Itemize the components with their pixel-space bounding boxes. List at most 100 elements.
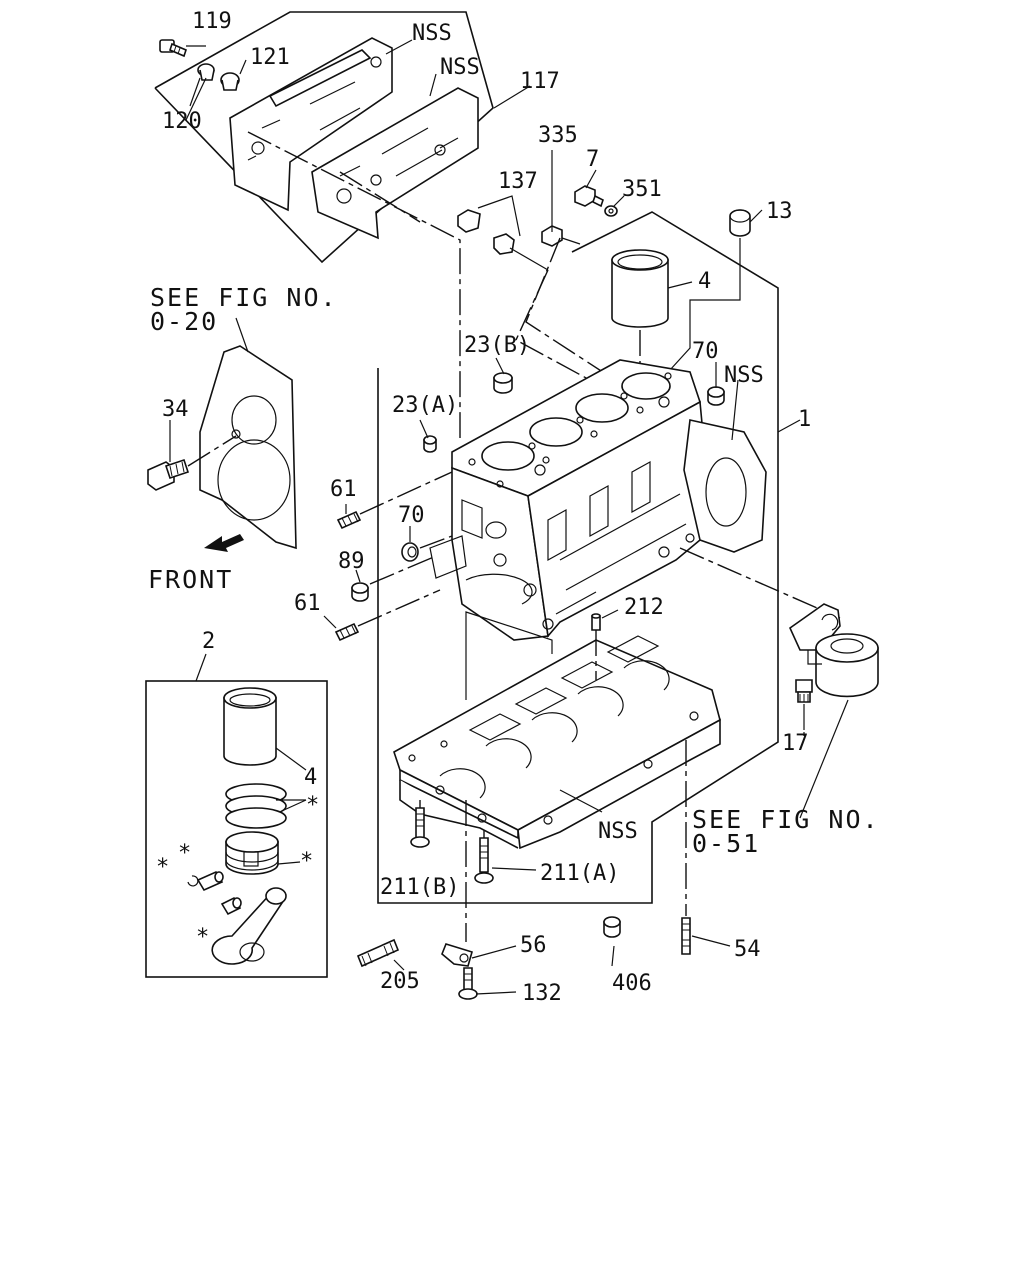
see-fig-0-51-line2: 0-51 (692, 829, 760, 858)
callout-137: 137 (498, 169, 538, 194)
assembly-1-outline (377, 211, 779, 904)
callout-star-rings: * (306, 793, 319, 818)
cylinder-liner-4-top (611, 249, 669, 372)
dowel-212-icon (591, 613, 601, 631)
plug-120-icon (197, 63, 215, 81)
see-fig-0-20-line2: 0-20 (150, 307, 218, 336)
callout-4-kit: 4 (304, 765, 317, 790)
callout-nss-c: NSS (724, 363, 764, 388)
callout-132: 132 (522, 981, 562, 1006)
piston-kit-group (145, 653, 328, 978)
callout-61-top: 61 (330, 477, 357, 502)
callout-nss-a: NSS (412, 21, 452, 46)
snap-ring-icon (187, 875, 199, 887)
fitting-34-icon (147, 420, 237, 491)
callout-70-mid: 70 (398, 503, 425, 528)
callout-34: 34 (162, 397, 189, 422)
block-side-face (527, 400, 713, 638)
connector-137-b-icon (493, 233, 549, 271)
bedplate-front (517, 718, 721, 850)
bolt-211a-icon (474, 830, 494, 884)
bracket-56-icon (441, 943, 473, 967)
cover-plate-back (229, 37, 393, 212)
cover-box-outline (154, 11, 494, 264)
callout-212: 212 (624, 595, 664, 620)
piston-rings-icon (225, 783, 307, 829)
callout-56: 56 (520, 933, 547, 958)
front-label: FRONT (148, 565, 233, 594)
bolt-335-icon (541, 225, 581, 247)
callout-120: 120 (162, 109, 202, 134)
stud-61-bottom-icon (334, 589, 441, 642)
front-arrow-icon (204, 534, 244, 552)
cylinder-liner-4-kit (223, 687, 307, 771)
callout-17: 17 (782, 731, 809, 756)
callout-star-bushing: * (196, 925, 209, 950)
crankcase-lower-bedplate (393, 635, 721, 850)
piston-icon (225, 831, 301, 875)
callout-54: 54 (734, 937, 761, 962)
callout-23b: 23(B) (464, 333, 530, 358)
callout-205: 205 (380, 969, 420, 994)
cover-plate-back-top (268, 49, 372, 108)
cylinder-block-upper (429, 359, 767, 641)
bolt-7-icon (574, 185, 604, 208)
bolt-211b-icon (410, 800, 430, 848)
plug-13-icon (729, 209, 751, 237)
callout-nss-d: NSS (598, 819, 638, 844)
callout-211a: 211(A) (540, 861, 619, 886)
plug-121-icon (220, 72, 240, 91)
callout-4-top: 4 (698, 269, 711, 294)
front-plate-ref (199, 317, 297, 550)
washer-351-icon (604, 205, 618, 217)
plug-89-icon (351, 555, 437, 602)
callout-labels: 119 121 120 NSS NSS 117 335 7 351 137 13… (156, 9, 811, 1006)
callout-1: 1 (798, 407, 811, 432)
sensor-17-icon (795, 679, 813, 730)
bedplate-side (399, 768, 519, 840)
bushing-icon (220, 896, 242, 916)
see-fig-0-51-line1: SEE FIG NO. (692, 805, 880, 834)
block-rear-flange (683, 419, 767, 553)
callout-119: 119 (192, 9, 232, 34)
callout-70-top: 70 (692, 339, 719, 364)
bolt-132-icon (458, 967, 478, 1000)
plug-23b-icon (493, 372, 513, 394)
callout-7: 7 (586, 147, 599, 172)
front-plate (199, 345, 297, 550)
callout-23a: 23(A) (392, 393, 458, 418)
callout-2: 2 (202, 629, 215, 654)
piston-kit-box (145, 680, 328, 978)
callout-121: 121 (250, 45, 290, 70)
callout-211b: 211(B) (380, 875, 459, 900)
see-fig-0-20-line1: SEE FIG NO. (150, 283, 338, 312)
fittings-group (457, 185, 751, 393)
callout-89: 89 (338, 549, 365, 574)
cover-plate-front (311, 87, 479, 240)
oil-filter-assembly (788, 603, 879, 698)
plug-23a-icon (423, 435, 437, 453)
piston-pin-icon (196, 870, 224, 892)
connector-137-a-icon (457, 209, 481, 233)
stud-61-top-icon (336, 471, 453, 530)
callout-117: 117 (520, 69, 560, 94)
callout-star-snapring: * (156, 855, 169, 880)
callout-star-pin: * (178, 841, 191, 866)
callout-star-piston: * (300, 849, 313, 874)
bolt-119-icon (159, 39, 187, 58)
cover-plates-group (154, 11, 494, 264)
plug-70-top-icon (707, 386, 725, 406)
callout-61-bottom: 61 (294, 591, 321, 616)
callout-13: 13 (766, 199, 793, 224)
seal-70-icon (401, 535, 453, 562)
callout-351: 351 (622, 177, 662, 202)
callout-406: 406 (612, 971, 652, 996)
stud-54-icon (681, 917, 691, 955)
reference-notes: SEE FIG NO. 0-20 FRONT SEE FIG NO. 0-51 (148, 283, 880, 858)
plug-406-icon (603, 916, 621, 938)
pin-205-icon (356, 938, 400, 968)
callout-nss-b: NSS (440, 55, 480, 80)
callout-335: 335 (538, 123, 578, 148)
